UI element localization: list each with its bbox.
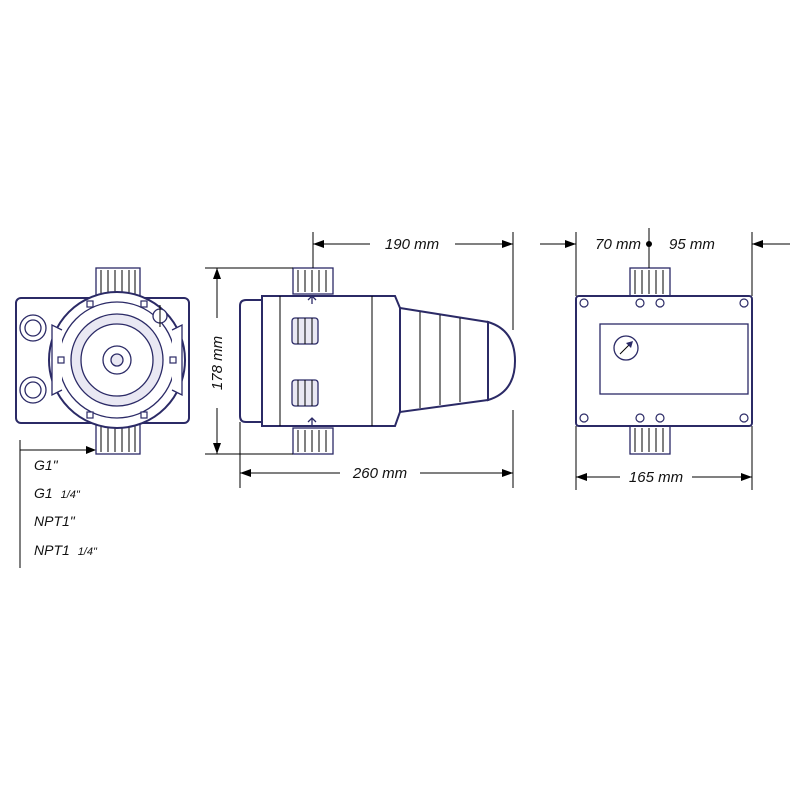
dimension-165-label: 165 mm xyxy=(629,469,683,486)
dimension-260-label: 260 mm xyxy=(352,465,407,482)
front-body xyxy=(48,291,186,429)
dimension-165: 165 mm xyxy=(575,426,753,490)
side-cable-gland-top xyxy=(291,317,319,345)
thread-label-npt1-quarter: NPT1 1/4" xyxy=(34,542,98,558)
top-view-top-connector xyxy=(629,267,671,297)
dimension-70-95: 70 mm 95 mm xyxy=(540,228,790,296)
top-view-bottom-connector xyxy=(629,425,671,455)
thread-label-g1-quarter-sub: 1/4" xyxy=(61,489,81,501)
dimension-95-label: 95 mm xyxy=(669,236,715,253)
side-housing xyxy=(261,295,401,427)
top-view xyxy=(575,267,753,455)
front-view xyxy=(15,267,190,455)
dimension-190: 190 mm xyxy=(312,232,514,330)
thread-label-npt1-quarter-sub: 1/4" xyxy=(78,546,98,558)
thread-label-npt1: NPT1" xyxy=(34,513,76,529)
thread-label-g1: G1" xyxy=(34,457,59,473)
dimension-178: 178 mm xyxy=(205,267,293,455)
thread-label-g1-quarter-main: G1 xyxy=(34,485,53,501)
side-top-connector xyxy=(292,267,334,295)
side-dome xyxy=(487,320,517,402)
thread-label-npt1-quarter-main: NPT1 xyxy=(34,542,70,558)
front-cable-gland-bottom xyxy=(19,376,47,404)
pressure-gauge-icon xyxy=(613,335,639,361)
side-cover xyxy=(399,306,489,414)
dimension-190-label: 190 mm xyxy=(385,236,439,253)
front-bottom-connector xyxy=(95,423,141,455)
dimension-178-label: 178 mm xyxy=(209,336,226,390)
side-view xyxy=(239,267,517,455)
thread-label-g1-quarter: G1 1/4" xyxy=(34,485,81,501)
dimension-260: 260 mm xyxy=(239,410,514,488)
dimension-70-label: 70 mm xyxy=(595,236,641,253)
thread-leader xyxy=(19,440,96,568)
side-cable-gland-bottom xyxy=(291,379,319,407)
thread-spec-list: G1" G1 1/4" NPT1" NPT1 1/4" xyxy=(34,457,98,558)
front-cable-gland-top xyxy=(19,314,47,342)
front-valve-knob xyxy=(152,305,168,327)
side-bottom-connector xyxy=(292,427,334,455)
side-rear-plate xyxy=(239,299,263,423)
